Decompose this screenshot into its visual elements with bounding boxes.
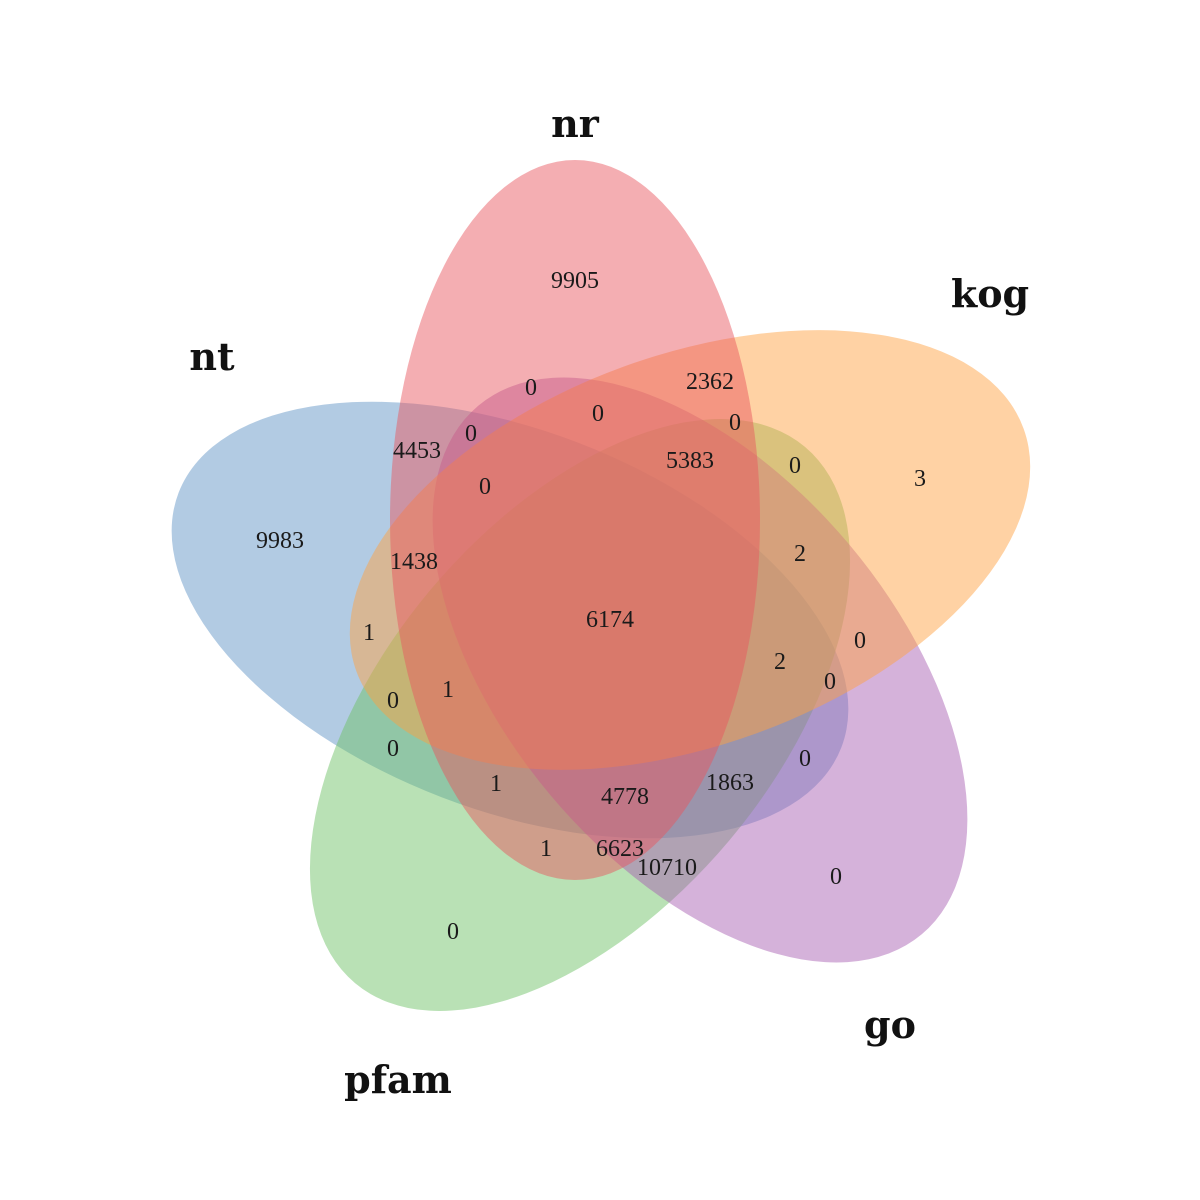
ellipse-go bbox=[432, 377, 968, 963]
count-nr-kog-nt: 1438 bbox=[390, 549, 438, 575]
count-nr-kog-go-pfam: 5383 bbox=[666, 448, 714, 474]
count-kog-only: 3 bbox=[914, 466, 926, 492]
count-pfam-nt: 0 bbox=[387, 736, 399, 762]
count-nt-only: 9983 bbox=[256, 528, 304, 554]
count-kog-go: 0 bbox=[729, 410, 741, 436]
count-go-nt: 0 bbox=[799, 746, 811, 772]
count-nr-only: 9905 bbox=[551, 268, 599, 294]
count-go-pfam-nt: 1863 bbox=[706, 770, 754, 796]
ellipse-nt bbox=[171, 401, 849, 839]
set-label-pfam: pfam bbox=[344, 1057, 452, 1102]
count-nr-kog-go: 0 bbox=[789, 453, 801, 479]
count-nr-pfam: 0 bbox=[592, 401, 604, 427]
count-kog-pfam: 2 bbox=[794, 541, 806, 567]
count-nr-kog: 2362 bbox=[686, 369, 734, 395]
set-label-nt: nt bbox=[189, 334, 235, 379]
ellipse-nr bbox=[390, 160, 760, 880]
ellipse-kog bbox=[349, 330, 1031, 770]
count-nr-kog-pfam-nt: 1 bbox=[442, 677, 454, 703]
count-nr-pfam-nt: 1 bbox=[490, 771, 502, 797]
count-all-five: 6174 bbox=[586, 607, 634, 633]
count-nr-go-nt: 0 bbox=[465, 421, 477, 447]
set-label-nr: nr bbox=[551, 101, 600, 146]
count-go-only: 0 bbox=[830, 864, 842, 890]
count-nr-kog-go-nt: 0 bbox=[479, 474, 491, 500]
set-label-kog: kog bbox=[951, 271, 1029, 316]
count-kog-go-nt: 0 bbox=[824, 669, 836, 695]
region-counts: 9905 3 0 0 9983 2362 0 0 4453 0 2 1 1071… bbox=[256, 268, 926, 945]
count-nr-nt: 4453 bbox=[393, 438, 441, 464]
count-nr-go: 0 bbox=[525, 375, 537, 401]
count-kog-nt: 1 bbox=[363, 620, 375, 646]
count-kog-pfam-nt: 0 bbox=[387, 688, 399, 714]
count-nr-go-pfam-nt: 4778 bbox=[601, 784, 649, 810]
set-label-go: go bbox=[864, 1002, 916, 1047]
count-nr-pfam-lower: 6623 bbox=[596, 836, 644, 862]
set-ellipses bbox=[171, 160, 1031, 1011]
set-labels: nr kog go pfam nt bbox=[189, 101, 1029, 1102]
count-pfam-only: 0 bbox=[447, 919, 459, 945]
count-nr-go-pfam: 2 bbox=[774, 649, 786, 675]
count-kog-go-pfam-nt: 1 bbox=[540, 836, 552, 862]
count-kog-go-pfam: 0 bbox=[854, 628, 866, 654]
ellipse-pfam bbox=[309, 419, 851, 1011]
count-go-pfam: 10710 bbox=[637, 855, 697, 881]
